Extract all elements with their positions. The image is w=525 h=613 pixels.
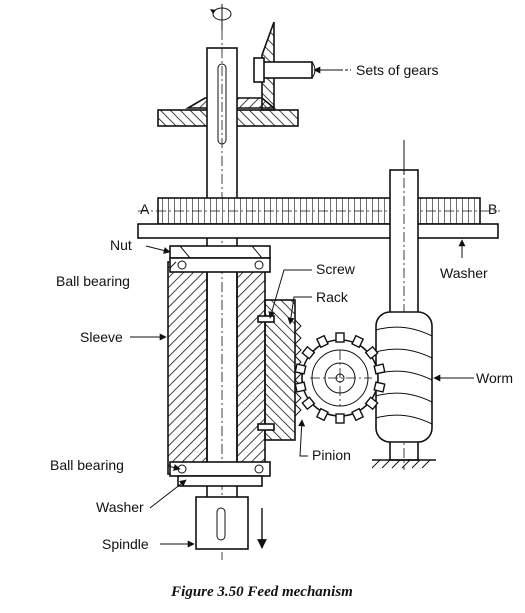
pinion-tooth [335,332,345,343]
label-worm: Worm [476,370,513,386]
pinion-tooth [351,407,365,422]
pinion-tooth [301,345,316,360]
pinion-tooth [301,396,316,411]
worm-shaft [371,140,436,470]
sleeve-section [167,245,302,487]
figure-caption: Figure 3.50 Feed mechanism [170,584,353,600]
pinion-tooth [294,363,307,375]
ground-hatch-icon [371,459,431,469]
gear-train-ab [137,197,500,239]
label-sets-of-gears: Sets of gears [356,62,439,78]
label-nut: Nut [110,237,132,253]
label-point-a: A [140,201,150,217]
label-screw: Screw [316,261,356,277]
worm [375,311,433,443]
top-ball-bearing [169,257,271,273]
pinion-gear [294,332,386,424]
pinion-tooth [364,396,379,411]
label-sleeve: Sleeve [80,329,123,345]
pinion-tooth [315,334,329,349]
label-point-b: B [488,201,497,217]
label-washer-bottom: Washer [96,499,144,515]
label-spindle: Spindle [102,536,149,552]
pinion-tooth [294,381,307,393]
leader-lines [130,66,474,548]
pinion-tooth [315,407,329,422]
pinion-tooth [373,363,386,375]
pinion-tooth [351,334,365,349]
rack-teeth [294,319,302,417]
label-pinion: Pinion [312,447,351,463]
support-plate [137,223,499,239]
pinion-tooth [373,381,386,393]
pinion-tooth [335,413,345,424]
label-ball-bearing-top: Ball bearing [56,273,130,289]
label-ball-bearing-bottom: Ball bearing [50,457,124,473]
label-washer-right: Washer [440,265,488,281]
bottom-washer [177,475,263,487]
label-rack: Rack [316,289,349,305]
rotation-arrow-icon [210,4,232,30]
pinion-tooth [364,345,379,360]
